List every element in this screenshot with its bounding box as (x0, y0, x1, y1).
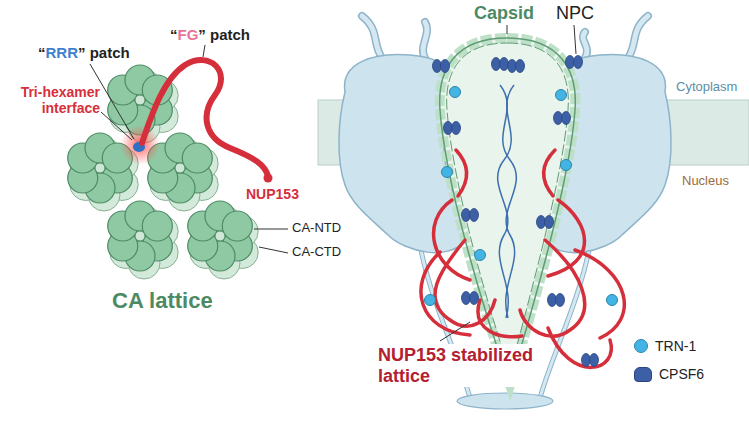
structure-label: NUP153 stabilized lattice (376, 344, 540, 387)
enzyme (492, 58, 509, 71)
domain-label: CA-CTD (292, 245, 341, 260)
legend-text: CPSF6 (659, 366, 704, 382)
interface-label: Tri-hexamer interface (4, 84, 100, 116)
structure-label: NPC (556, 3, 594, 24)
legend-text: TRN-1 (655, 338, 696, 354)
compartment-label: Cytoplasm (676, 80, 737, 95)
legend-entry: TRN-1 (634, 338, 696, 354)
patch-label: “RRR” patch (38, 44, 130, 61)
highlight: RRR (46, 44, 79, 61)
nup153-loops (421, 150, 624, 367)
protein-label: NUP153 (246, 186, 299, 202)
panel-label: CA lattice (112, 288, 213, 313)
legend-swatch (634, 339, 648, 353)
trn1-proteins (425, 87, 618, 306)
patch-label: “FG” patch (170, 26, 250, 43)
structure-label: Capsid (474, 3, 534, 24)
compartment-label: Nucleus (682, 174, 729, 189)
cpsf6-proteins (433, 56, 599, 367)
legend-swatch (634, 367, 652, 382)
nup153-strand (142, 60, 273, 182)
domain-label: CA-NTD (292, 221, 341, 236)
legend-entry: CPSF6 (634, 366, 704, 382)
basket-ring (457, 393, 553, 409)
viral-rna (498, 85, 517, 318)
highlight: FG (178, 26, 199, 43)
leader-lines (90, 45, 288, 253)
leader-lines (440, 25, 576, 341)
enzyme (508, 60, 525, 73)
